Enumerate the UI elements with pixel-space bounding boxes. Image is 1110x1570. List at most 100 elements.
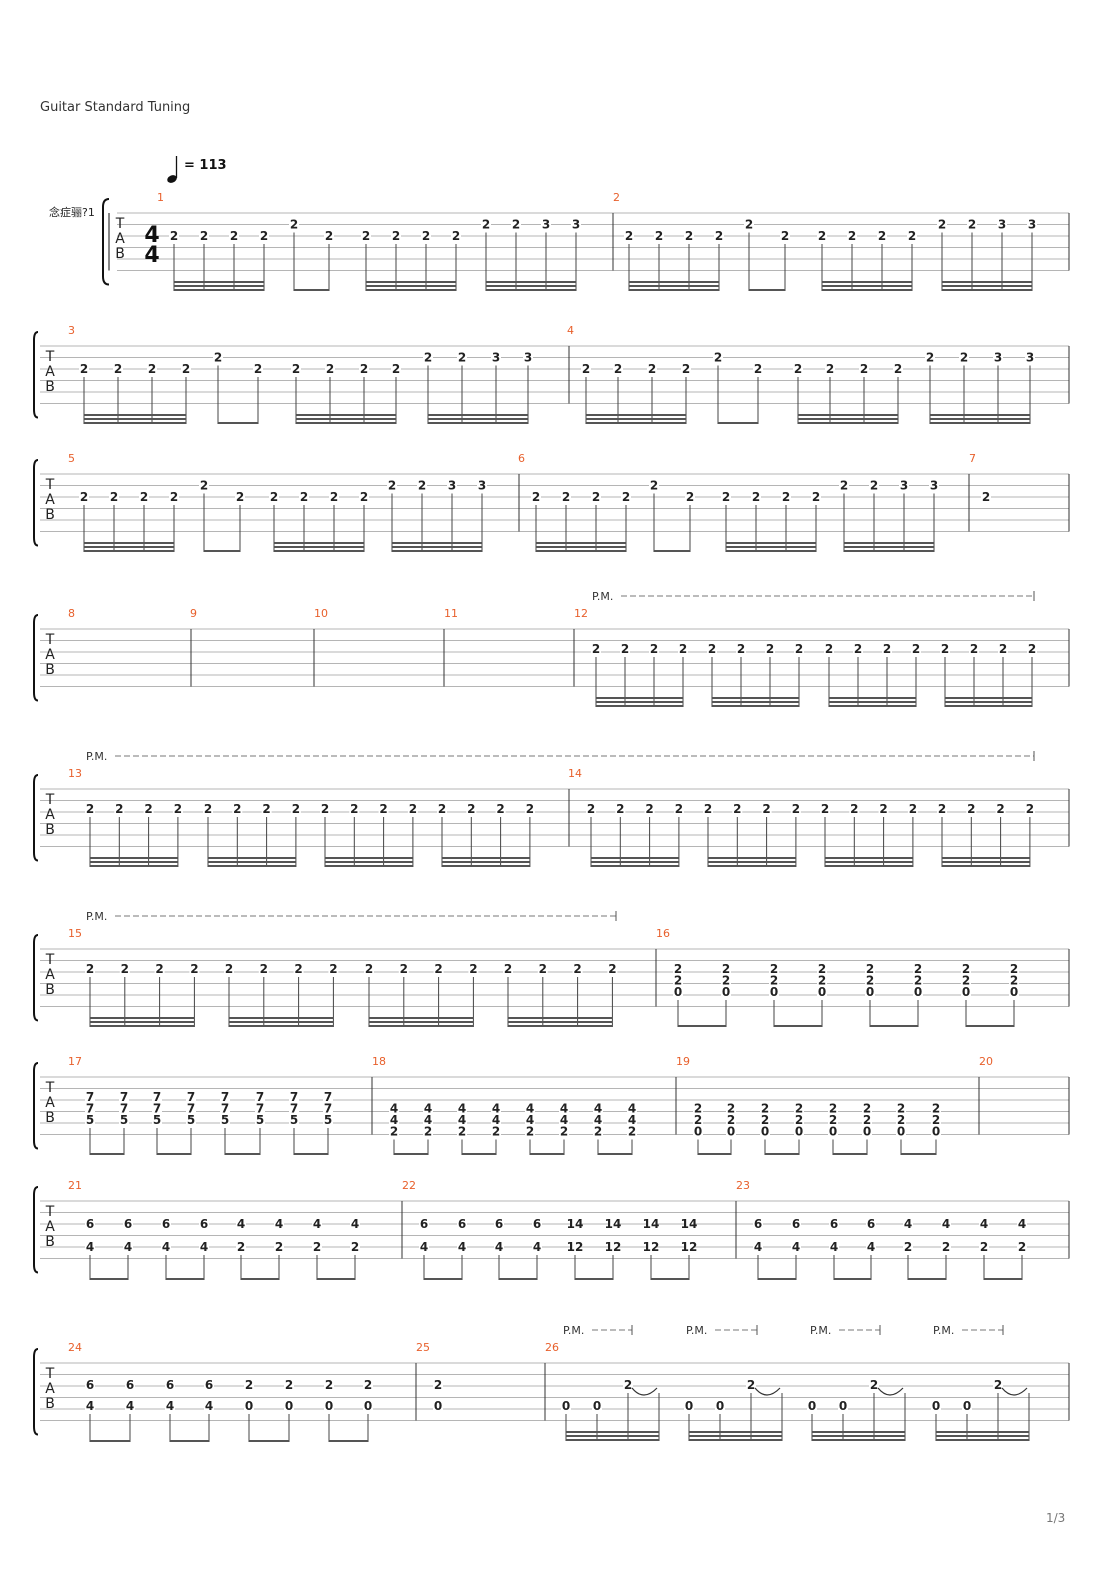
fret-backdrop [387, 478, 397, 492]
fret-backdrop [753, 1217, 763, 1230]
fret-number: 4 [275, 1217, 283, 1231]
fret-backdrop [289, 1101, 299, 1115]
note-beam [936, 1439, 1029, 1441]
fret-number: 2 [275, 1240, 283, 1254]
note-beam [945, 697, 1032, 699]
fret-number: 4 [237, 1217, 245, 1231]
note-beam [726, 546, 816, 548]
fret-backdrop [941, 1240, 951, 1253]
fret-number: 2 [770, 974, 778, 988]
note-beam [829, 705, 916, 707]
note-beam [834, 1278, 871, 1280]
fret-number: 0 [932, 1125, 940, 1139]
tie-arc [754, 1387, 781, 1396]
fret-number: 2 [422, 229, 430, 243]
fret-number: 12 [567, 1240, 584, 1254]
note-beam [591, 865, 679, 867]
fret-backdrop [744, 217, 754, 231]
fret-backdrop [236, 1217, 246, 1230]
fret-backdrop [457, 350, 467, 364]
fret-number: 5 [256, 1113, 264, 1127]
system-brace [33, 614, 39, 702]
fret-number: 2 [365, 962, 373, 976]
fret-number: 2 [970, 642, 978, 656]
fret-number: 2 [821, 802, 829, 816]
fret-backdrop [966, 802, 977, 815]
fret-number: 0 [761, 1125, 769, 1139]
fret-backdrop [125, 1378, 135, 1391]
fret-number: 2 [866, 962, 874, 976]
fret-backdrop [877, 229, 887, 242]
fret-number: 2 [290, 218, 298, 232]
fret-backdrop [169, 490, 179, 503]
fret-backdrop [466, 802, 477, 815]
fret-number: 2 [121, 962, 129, 976]
fret-backdrop [324, 1378, 334, 1391]
fret-backdrop [911, 642, 921, 655]
note-beam [208, 865, 296, 867]
fret-backdrop [161, 1217, 171, 1230]
fret-number: 2 [908, 229, 916, 243]
fret-number: 4 [424, 1113, 432, 1127]
note-beam [708, 861, 796, 863]
fret-number: 2 [262, 802, 270, 816]
fret-backdrop [199, 229, 209, 242]
note-beam [325, 857, 413, 859]
note-beam [84, 546, 174, 548]
fret-backdrop [627, 1101, 637, 1115]
fret-number: 4 [492, 1113, 500, 1127]
fret-number: 2 [897, 1102, 905, 1116]
fret-backdrop [433, 1378, 443, 1391]
fret-number: 2 [994, 1378, 1002, 1392]
note-beam [758, 1278, 796, 1280]
fret-backdrop [572, 962, 583, 975]
fret-number: 2 [737, 642, 745, 656]
fret-backdrop [119, 962, 130, 975]
tab-letter-t: T [45, 1366, 55, 1382]
note-beam [366, 285, 456, 287]
fret-backdrop [937, 217, 947, 231]
tab-letter-t: T [115, 216, 125, 232]
fret-number: 6 [86, 1378, 94, 1392]
fret-number: 2 [434, 1378, 442, 1392]
note-beam [90, 1153, 124, 1155]
fret-number: 2 [792, 802, 800, 816]
fret-backdrop [903, 1240, 913, 1253]
fret-number: 2 [674, 974, 682, 988]
fret-number: 2 [648, 362, 656, 376]
fret-backdrop [753, 362, 763, 375]
fret-backdrop [649, 478, 659, 492]
tab-letter-b: B [45, 1396, 55, 1412]
fret-number: 0 [685, 1399, 693, 1413]
fret-number: 2 [645, 802, 653, 816]
fret-backdrop [825, 362, 835, 375]
fret-backdrop [862, 1124, 872, 1138]
fret-backdrop [780, 229, 790, 242]
note-beam [798, 418, 898, 420]
fret-backdrop [290, 802, 301, 815]
fret-backdrop [1025, 350, 1035, 364]
note-beam [825, 861, 913, 863]
fret-backdrop [673, 985, 683, 998]
fret-backdrop [913, 985, 923, 998]
fret-backdrop [853, 642, 863, 655]
fret-number: 2 [140, 490, 148, 504]
fret-number: 2 [878, 229, 886, 243]
fret-backdrop [893, 362, 903, 375]
fret-number: 2 [214, 351, 222, 365]
note-beam [317, 1278, 355, 1280]
fret-backdrop [726, 1124, 736, 1138]
fret-number: 4 [390, 1102, 398, 1116]
tab-letter-b: B [45, 507, 55, 523]
fret-number: 2 [313, 1240, 321, 1254]
tab-letter-a: A [45, 807, 55, 823]
fret-backdrop [1017, 1240, 1027, 1253]
fret-backdrop [937, 802, 947, 815]
note-beam [908, 1278, 946, 1280]
fret-backdrop [907, 802, 918, 815]
measure-number: 5 [68, 452, 75, 465]
fret-backdrop [693, 1113, 703, 1126]
fret-number: 4 [424, 1102, 432, 1116]
fret-backdrop [447, 478, 457, 492]
note-beam [274, 546, 364, 548]
